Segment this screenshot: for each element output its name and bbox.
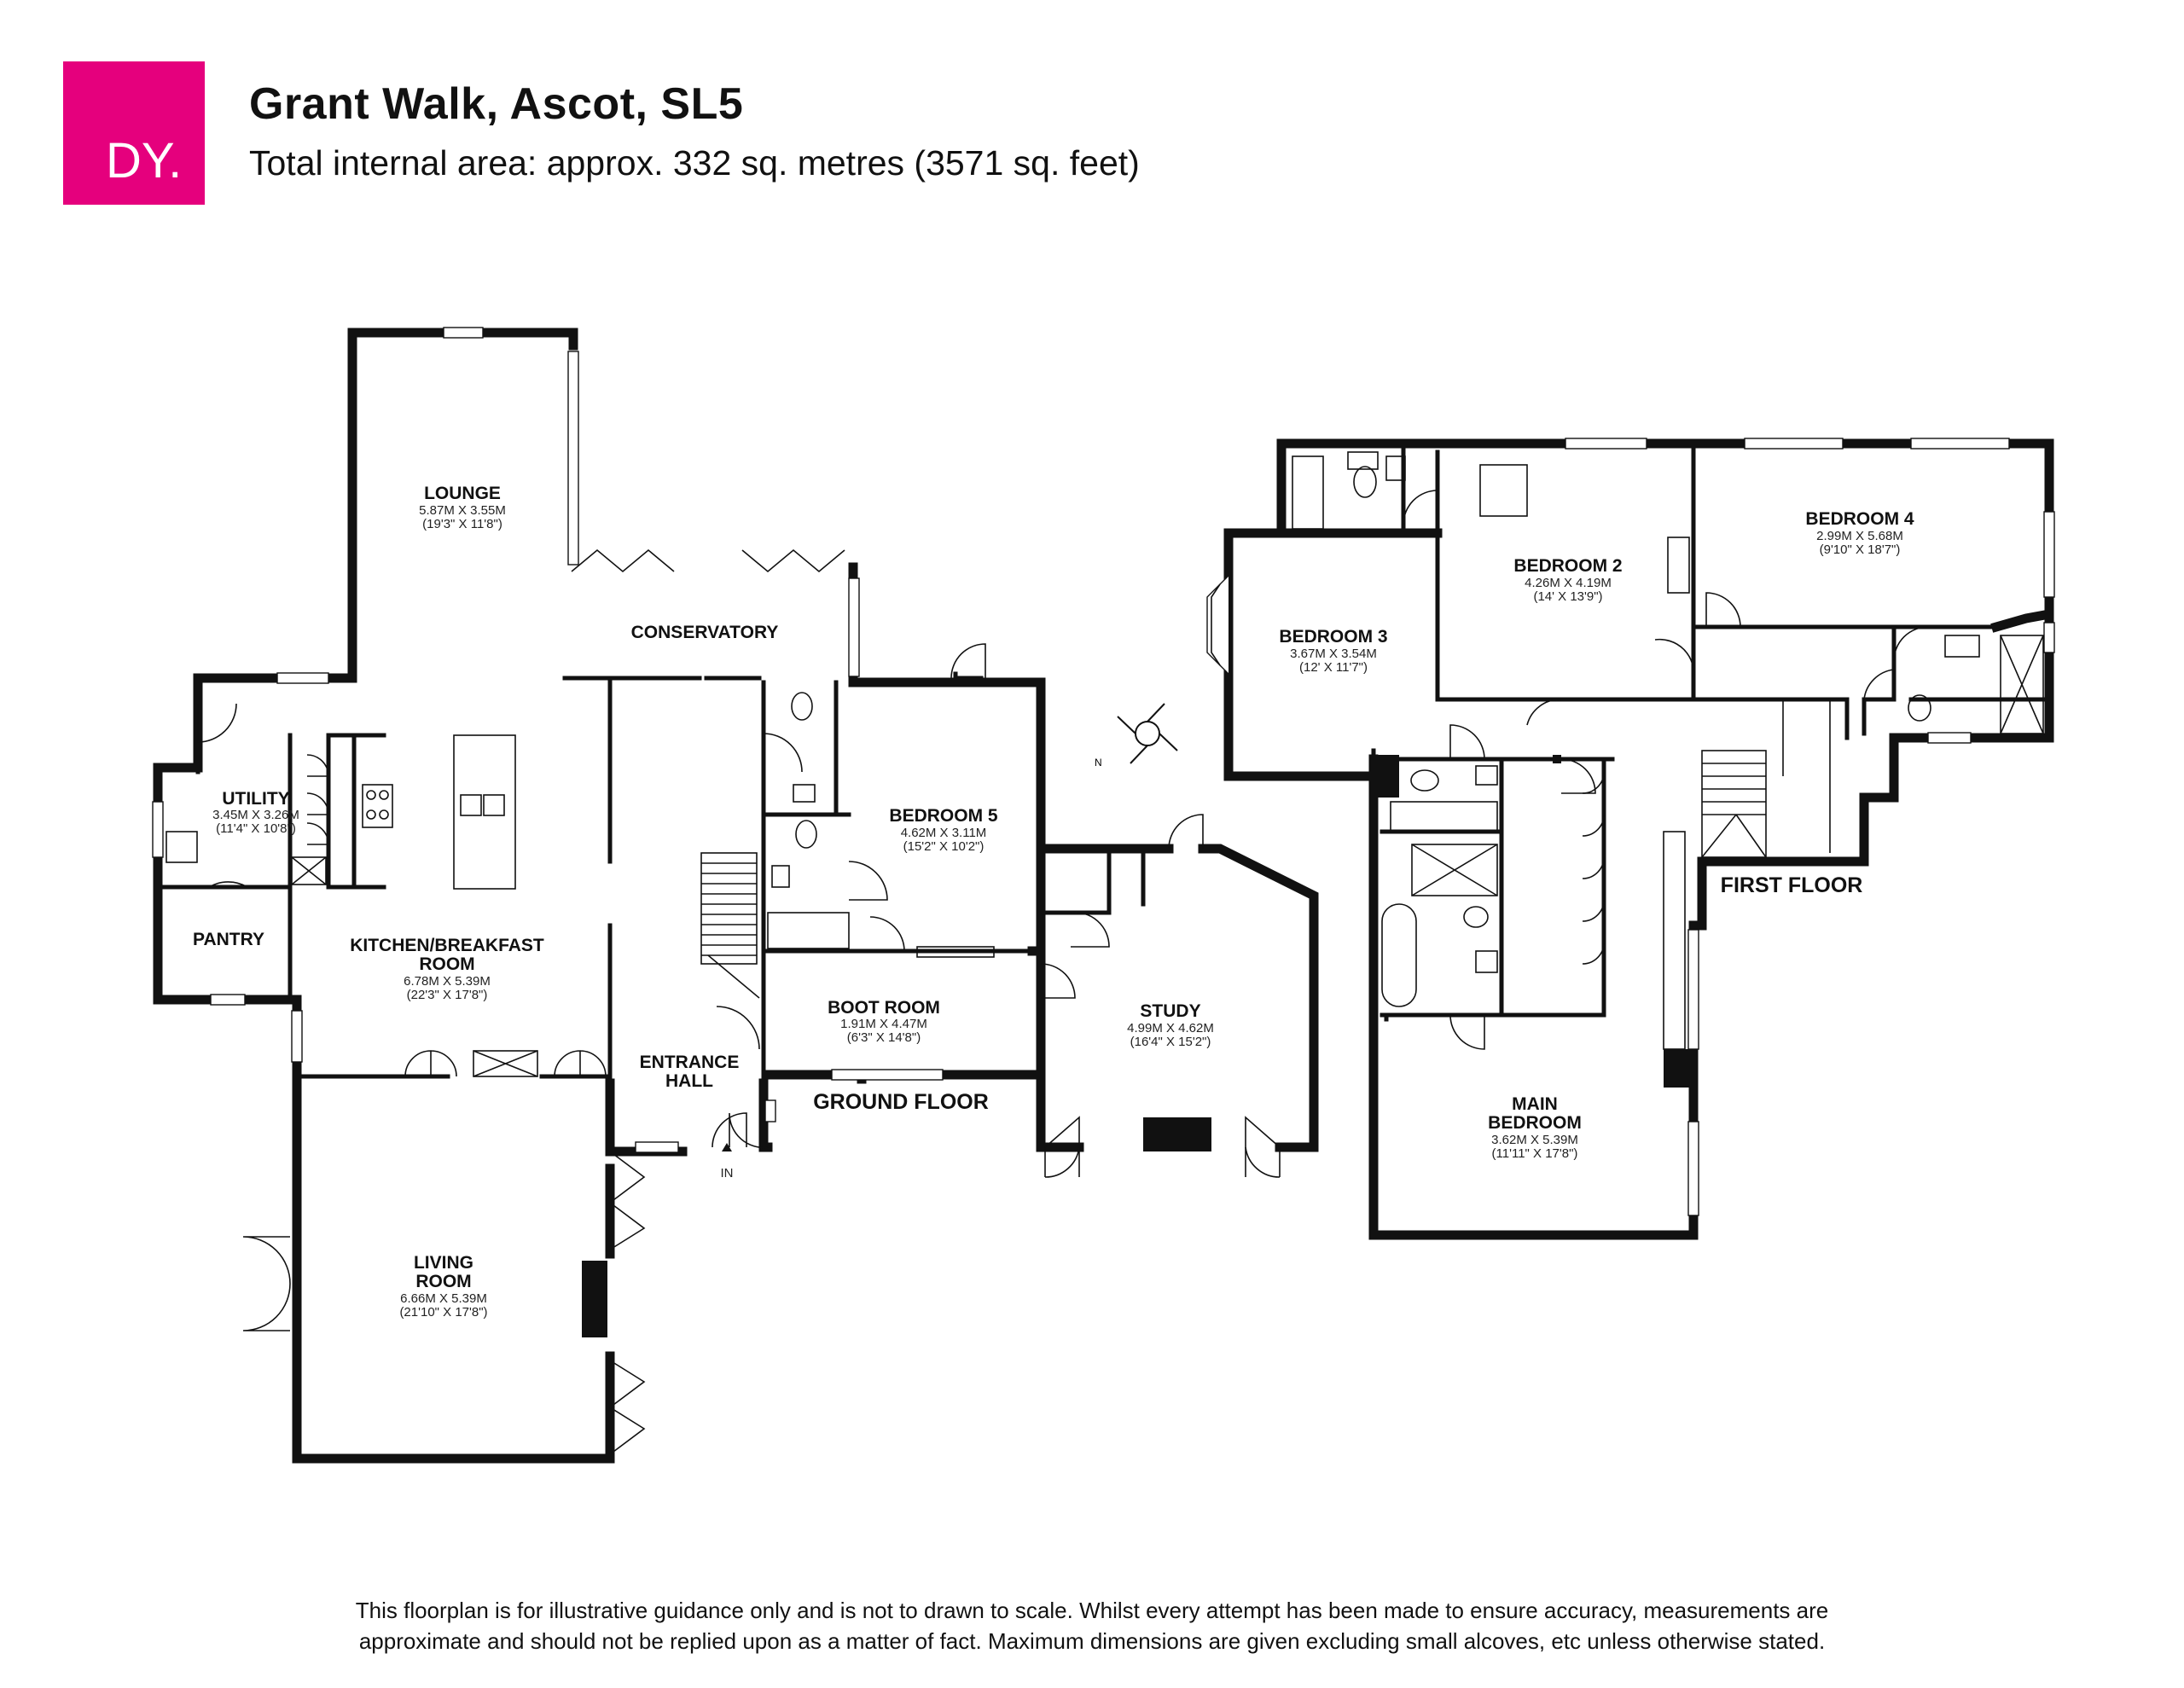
shower-icon: [767, 912, 850, 949]
lounge-dim-m: 5.87M X 3.55M: [419, 503, 506, 518]
total-area-subtitle: Total internal area: approx. 332 sq. met…: [249, 143, 1140, 183]
bath-icon: [1292, 455, 1324, 530]
bath-icon: [1390, 801, 1498, 832]
brand-logo: DY.: [63, 61, 205, 205]
hob-icon: [362, 784, 393, 828]
conservatory-label: CONSERVATORY: [631, 623, 779, 642]
stairs-icon: [700, 852, 760, 999]
utility-label: UTILITY: [222, 789, 289, 809]
first-floor-plan: [1206, 438, 2055, 1240]
stairs-icon: [1701, 750, 1767, 858]
entrance-hall-label-line2: HALL: [665, 1071, 713, 1091]
boot-room-dim-m: 1.91M X 4.47M: [840, 1017, 927, 1031]
disclaimer-line-2: approximate and should not be replied up…: [358, 1628, 1826, 1654]
page-title: Grant Walk, Ascot, SL5: [249, 79, 744, 129]
study-dim-m: 4.99M X 4.62M: [1127, 1021, 1214, 1035]
disclaimer: This floorplan is for illustrative guida…: [171, 1595, 2013, 1656]
basin-icon: [793, 784, 816, 803]
bedroom3-dim-ft: (12' X 11'7"): [1299, 660, 1368, 675]
bedroom4-label: BEDROOM 4: [1805, 509, 1914, 529]
living-room-dim-m: 6.66M X 5.39M: [400, 1291, 487, 1306]
boot-room-dim-ft: (6'3" X 14'8"): [847, 1030, 921, 1045]
disclaimer-line-1: This floorplan is for illustrative guida…: [355, 1598, 1829, 1623]
living-room-label-line1: LIVING: [414, 1253, 473, 1273]
bedroom2-dim-m: 4.26M X 4.19M: [1525, 576, 1612, 590]
logo-text: DY.: [106, 133, 182, 189]
study-dim-ft: (16'4" X 15'2"): [1130, 1035, 1211, 1049]
entrance-marker: IN: [721, 1166, 734, 1180]
main-bedroom-dim-m: 3.62M X 5.39M: [1491, 1133, 1578, 1147]
entrance-hall-label-line1: ENTRANCE: [640, 1053, 740, 1072]
bedroom2-label: BEDROOM 2: [1513, 556, 1622, 576]
study-label: STUDY: [1140, 1001, 1200, 1021]
ground-floor-label: GROUND FLOOR: [813, 1090, 989, 1114]
kitchen-dim-ft: (22'3" X 17'8"): [407, 988, 488, 1002]
lounge-dim-ft: (19'3" X 11'8"): [422, 517, 502, 531]
bedroom2-dim-ft: (14' X 13'9"): [1533, 589, 1602, 604]
main-bedroom-dim-ft: (11'11" X 17'8"): [1492, 1146, 1578, 1161]
bedroom3-label: BEDROOM 3: [1279, 627, 1387, 647]
bedroom3-dim-m: 3.67M X 3.54M: [1290, 647, 1377, 661]
main-bedroom-label-line1: MAIN: [1512, 1094, 1558, 1114]
lounge-label: LOUNGE: [424, 484, 501, 503]
fireplace-icon: [582, 1261, 607, 1337]
bedroom4-dim-m: 2.99M X 5.68M: [1816, 529, 1903, 543]
main-bedroom-label-line2: BEDROOM: [1488, 1113, 1582, 1133]
boot-room-label: BOOT ROOM: [828, 998, 940, 1018]
svg-text:N: N: [1095, 757, 1102, 769]
bedroom4-dim-ft: (9'10" X 18'7"): [1820, 542, 1901, 557]
first-floor-label: FIRST FLOOR: [1721, 873, 1863, 897]
ground-floor-plan: [152, 327, 1319, 1464]
living-room-label-line2: ROOM: [415, 1272, 471, 1291]
sink-icon: [460, 794, 482, 816]
living-room-dim-ft: (21'10" X 17'8"): [399, 1305, 487, 1320]
kitchen-label-line2: ROOM: [419, 954, 474, 974]
pantry-label: PANTRY: [193, 930, 264, 949]
utility-dim-ft: (11'4" X 10'8"): [216, 821, 296, 836]
compass-icon: N: [1095, 703, 1178, 769]
bedroom5-dim-m: 4.62M X 3.11M: [901, 826, 987, 840]
kitchen-dim-m: 6.78M X 5.39M: [404, 974, 491, 989]
bedroom5-label: BEDROOM 5: [889, 806, 998, 826]
kitchen-label-line1: KITCHEN/BREAKFAST: [350, 936, 544, 955]
bedroom5-dim-ft: (15'2" X 10'2"): [903, 839, 985, 854]
utility-dim-m: 3.45M X 3.26M: [212, 808, 299, 822]
toilet-icon: [791, 692, 813, 721]
